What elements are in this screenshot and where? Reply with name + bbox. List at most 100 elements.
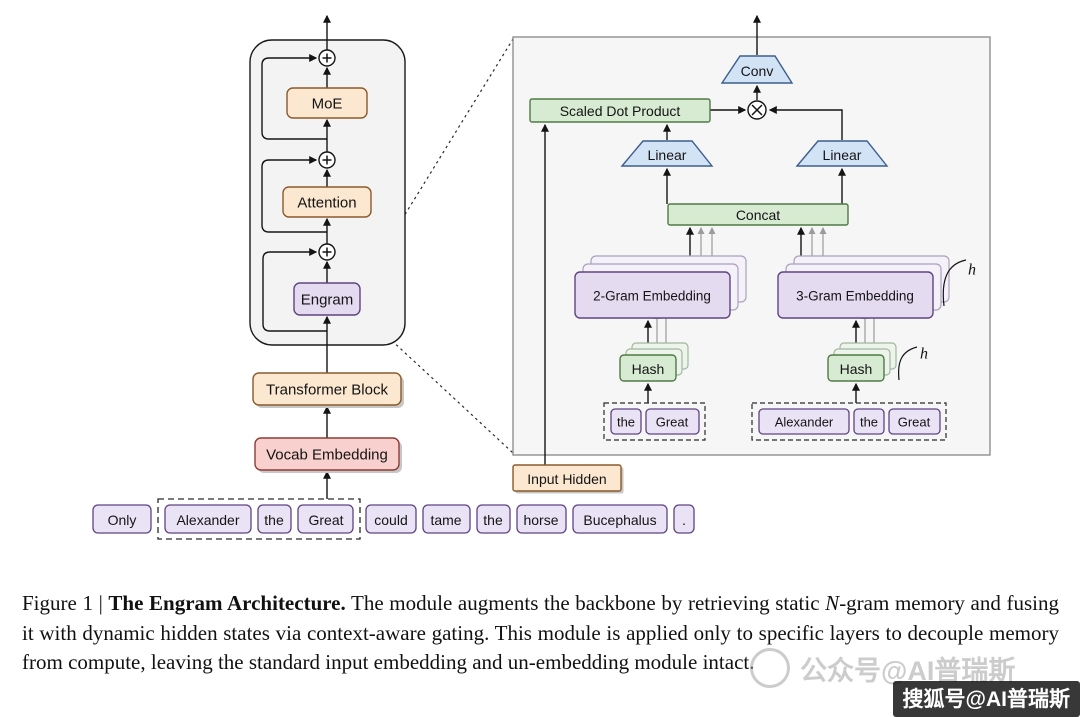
ngram-token: Great bbox=[645, 408, 700, 435]
svg-text:horse: horse bbox=[523, 512, 558, 528]
two-gram-embedding-stack: 2-Gram Embedding bbox=[574, 255, 747, 319]
three-gram-embedding-label: 3-Gram Embedding bbox=[796, 289, 914, 304]
concat-box bbox=[667, 203, 849, 226]
attention-box bbox=[282, 186, 372, 218]
svg-text:the: the bbox=[483, 512, 503, 528]
linear-left-shape bbox=[620, 140, 714, 167]
watermark-solid: 搜狐号@AI普瑞斯 bbox=[892, 681, 1080, 717]
input-hidden-box bbox=[512, 464, 622, 492]
hash-left-box bbox=[619, 354, 677, 382]
concat-label: Concat bbox=[736, 207, 780, 223]
svg-text:the: the bbox=[617, 415, 635, 430]
ngram-token: the bbox=[853, 408, 885, 435]
multiply-gate-icon bbox=[747, 100, 767, 120]
svg-text:Great: Great bbox=[898, 415, 931, 430]
attention-label: Attention bbox=[297, 195, 356, 212]
input-token: Alexander bbox=[164, 504, 252, 534]
input-token: could bbox=[365, 504, 417, 534]
input-token: Great bbox=[297, 504, 354, 534]
svg-text:tame: tame bbox=[430, 512, 461, 528]
svg-text:Bucephalus: Bucephalus bbox=[583, 512, 656, 528]
vocab-embedding-box bbox=[254, 437, 400, 471]
bigram-token-group: the Great bbox=[603, 402, 706, 441]
hash-right-stack: Hash bbox=[827, 342, 897, 382]
caption-title: The Engram Architecture. bbox=[108, 591, 346, 615]
hash-left-stack: Hash bbox=[619, 342, 689, 382]
scaled-dot-product-label: Scaled Dot Product bbox=[560, 103, 681, 119]
svg-text:Great: Great bbox=[308, 512, 343, 528]
residual-skip-moe bbox=[261, 54, 327, 140]
linear-right-block: Linear bbox=[795, 140, 889, 167]
transformer-block-box bbox=[252, 372, 402, 406]
three-gram-embedding-box bbox=[777, 271, 934, 319]
ngram-selection-dashed-box bbox=[157, 498, 361, 540]
linear-right-shape bbox=[795, 140, 889, 167]
input-token-row: Only Alexander the Great could tame bbox=[92, 498, 695, 540]
svg-text:the: the bbox=[860, 415, 878, 430]
moe-label: MoE bbox=[312, 96, 343, 113]
backbone-diagram: MoE Attention Engram Transformer Block bbox=[92, 14, 695, 540]
trigram-token-group: Alexander the Great bbox=[751, 402, 947, 441]
bigram-dashed-box bbox=[603, 402, 706, 441]
conv-label: Conv bbox=[741, 63, 774, 79]
h-count-swash bbox=[897, 346, 918, 381]
three-gram-embedding-stack: 3-Gram Embedding bbox=[777, 255, 950, 319]
arrow-linear-to-gate bbox=[768, 106, 843, 140]
svg-text:could: could bbox=[374, 512, 407, 528]
hash-right-label: Hash bbox=[840, 361, 873, 377]
h-count-swash bbox=[942, 259, 967, 307]
ngram-token: Alexander bbox=[758, 408, 850, 435]
input-hidden-label: Input Hidden bbox=[527, 471, 606, 487]
residual-add-icon bbox=[318, 49, 336, 67]
svg-text:Alexander: Alexander bbox=[176, 512, 239, 528]
conv-block: Conv bbox=[720, 55, 794, 84]
residual-add-icon bbox=[318, 243, 336, 261]
input-token: Bucephalus bbox=[572, 504, 668, 534]
moe-block: MoE bbox=[286, 87, 368, 119]
input-hidden-block: Input Hidden bbox=[512, 464, 624, 494]
h-count-label: h bbox=[920, 346, 928, 363]
two-gram-embedding-label: 2-Gram Embedding bbox=[593, 289, 711, 304]
linear-left-block: Linear bbox=[620, 140, 714, 167]
scaled-dot-product-block: Scaled Dot Product bbox=[529, 98, 711, 123]
caption-figure-label: Figure 1 | bbox=[22, 591, 109, 615]
transformer-block: Transformer Block bbox=[252, 372, 404, 408]
input-token: tame bbox=[422, 504, 471, 534]
residual-skip-attention bbox=[261, 156, 327, 233]
caption-n-variable: N bbox=[825, 591, 840, 615]
svg-text:Only: Only bbox=[108, 512, 137, 528]
moe-box bbox=[286, 87, 368, 119]
linear-right-label: Linear bbox=[823, 147, 862, 163]
svg-text:.: . bbox=[682, 512, 686, 528]
ngram-token: the bbox=[610, 408, 642, 435]
caption-body-1: The module augments the backbone by retr… bbox=[345, 591, 826, 615]
concat-block: Concat bbox=[667, 203, 849, 226]
attention-block: Attention bbox=[282, 186, 372, 218]
input-token: the bbox=[476, 504, 511, 534]
input-token: . bbox=[673, 504, 695, 534]
input-token: the bbox=[257, 504, 292, 534]
hash-right-box bbox=[827, 354, 885, 382]
svg-text:Alexander: Alexander bbox=[775, 415, 834, 430]
transformer-block-label: Transformer Block bbox=[266, 382, 388, 399]
caption-body-2: -gram memory and fusing it with dynamic … bbox=[22, 591, 1059, 674]
conv-shape bbox=[720, 55, 794, 84]
vocab-embedding-label: Vocab Embedding bbox=[266, 447, 388, 464]
engram-detail: Conv Scaled Dot Product Linear Linear Co… bbox=[512, 14, 991, 494]
input-token: Only bbox=[92, 504, 152, 534]
svg-text:the: the bbox=[264, 512, 284, 528]
input-token: horse bbox=[516, 504, 567, 534]
h-count-label: h bbox=[968, 262, 976, 279]
figure-caption: Figure 1 | The Engram Architecture. The … bbox=[22, 589, 1059, 678]
residual-add-icon bbox=[318, 151, 336, 169]
engram-box bbox=[293, 282, 361, 316]
vocab-embedding-block: Vocab Embedding bbox=[254, 437, 402, 473]
svg-text:Great: Great bbox=[656, 415, 689, 430]
linear-left-label: Linear bbox=[648, 147, 687, 163]
two-gram-embedding-box bbox=[574, 271, 731, 319]
trigram-dashed-box bbox=[751, 402, 947, 441]
ngram-token: Great bbox=[888, 408, 941, 435]
residual-skip-engram bbox=[262, 248, 327, 332]
